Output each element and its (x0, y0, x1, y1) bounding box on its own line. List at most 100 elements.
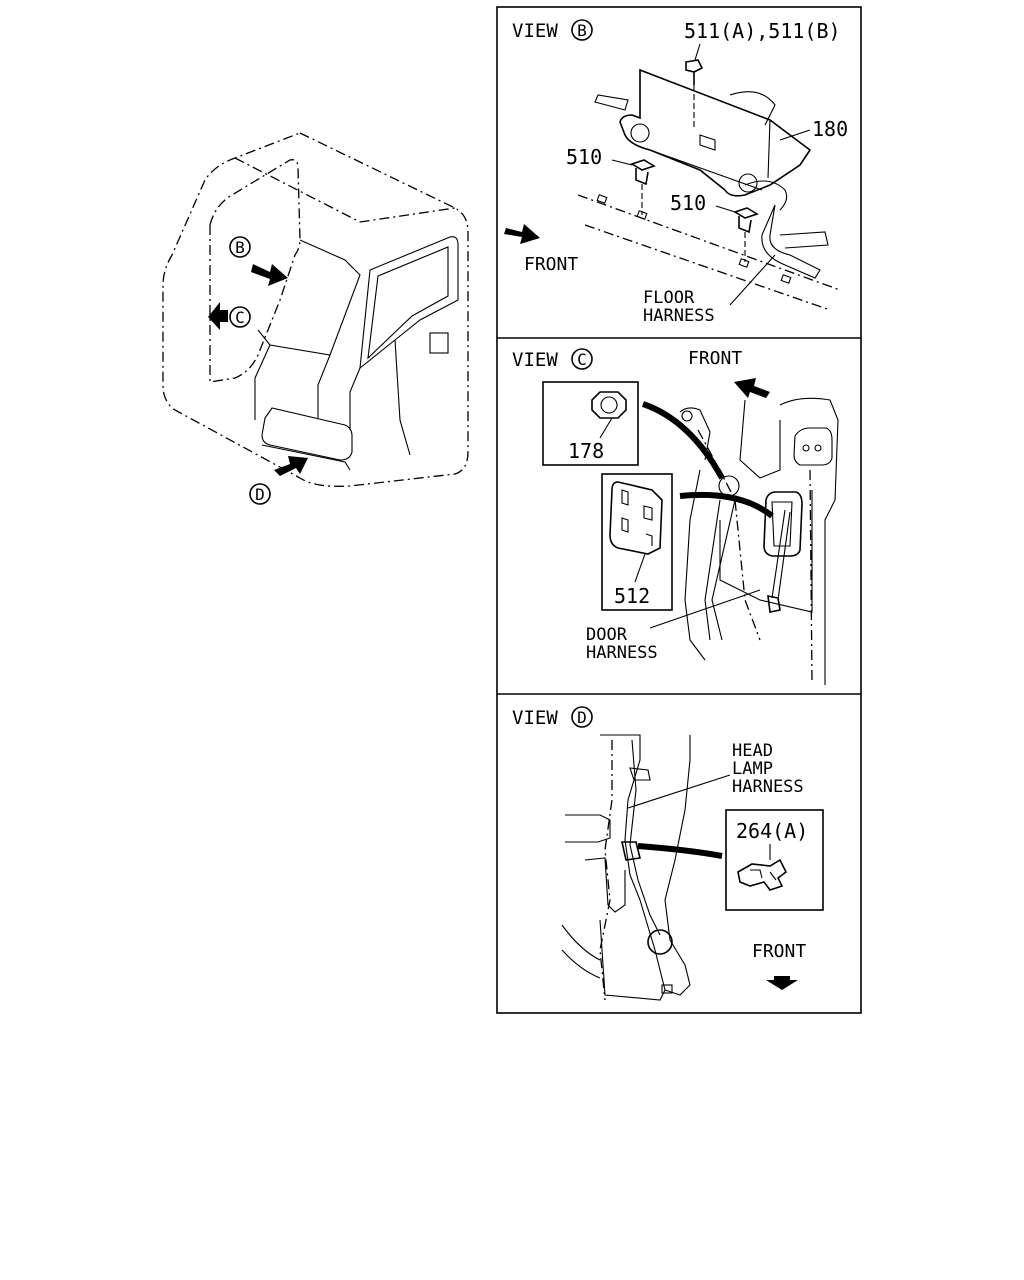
inset-264-box (725, 809, 824, 911)
head-lamp-leader (627, 774, 731, 809)
door-grommet (763, 491, 803, 557)
part-510-left-leader (611, 159, 633, 166)
callout-b-label: B (235, 238, 245, 257)
bracket-180-inner (639, 70, 771, 191)
cab-door-window-inner (367, 246, 449, 360)
grommet-512-icon (609, 481, 663, 555)
callout-c-circle (229, 306, 251, 328)
callout-178-line (642, 401, 725, 480)
grommet-178-center (600, 396, 618, 414)
floor-hole-2 (636, 210, 648, 220)
cab-overview: B C D (162, 132, 469, 505)
harness-clip-on-pillar (621, 841, 641, 861)
door-harness-leader (649, 589, 761, 629)
harness-loop-right (729, 91, 788, 211)
door-harness-label-2: HARNESS (586, 643, 658, 663)
view-d-title: VIEW (512, 707, 558, 729)
view-b-title-letter: B (577, 21, 587, 40)
head-lamp-label-3: HARNESS (732, 777, 804, 797)
cab-windshield (257, 239, 361, 356)
part-512-label: 512 (614, 584, 650, 608)
view-b-arrow-icon (251, 264, 288, 286)
view-d-front-label: FRONT (752, 941, 806, 962)
bracket-hole-right (738, 173, 758, 193)
door-hinge-icon (681, 410, 693, 422)
part-510-right-label: 510 (670, 191, 706, 215)
pillar-left-bracket (565, 814, 626, 913)
clip-264-icon (737, 858, 788, 891)
view-d-arrow-icon (274, 456, 308, 476)
view-d-title-letter: D (577, 708, 587, 727)
pillar-lower (599, 919, 666, 1001)
bracket-hole-left (630, 123, 650, 143)
view-c-arrow-icon (208, 302, 228, 330)
door-striker-hole-1 (802, 444, 810, 452)
callout-512-line (679, 491, 774, 519)
inset-178-box (542, 381, 639, 466)
harness-grommet (647, 929, 673, 955)
pillar-outline (600, 734, 691, 996)
pillar-curve (561, 924, 601, 979)
part-178-label: 178 (568, 439, 604, 463)
door-harness-label-1: DOOR (586, 625, 628, 645)
door-striker-hole-2 (814, 444, 822, 452)
harness-clip-upper (629, 767, 651, 781)
head-lamp-harness-wire (629, 739, 661, 936)
clip-510-right-icon (733, 207, 759, 234)
floor-edge-2 (584, 224, 831, 311)
grommet-512-detail (621, 489, 653, 546)
grommet-178-icon (591, 391, 627, 419)
view-c-title: VIEW (512, 349, 558, 371)
cab-side-window (209, 159, 301, 383)
cab-door-handle (429, 332, 449, 354)
view-b-title-circle (571, 19, 593, 41)
head-lamp-label-1: HEAD (732, 741, 773, 761)
callout-c-label: C (235, 308, 245, 327)
view-d-title-circle (571, 706, 593, 728)
view-c-title-letter: C (577, 350, 587, 369)
view-b-panel: VIEW B 511(A),511(B) 180 510 510 (504, 19, 848, 326)
floor-hole-1 (596, 194, 608, 204)
door-harness-connector (767, 594, 781, 613)
door-seal-line (697, 429, 813, 681)
part-180-label: 180 (812, 117, 848, 141)
head-lamp-label-2: LAMP (732, 759, 773, 779)
floor-harness-label-2: HARNESS (643, 306, 715, 326)
part-511-label: 511(A),511(B) (684, 19, 841, 43)
harness-left-end (594, 94, 629, 111)
callout-b-circle (229, 236, 251, 258)
view-c-title-circle (571, 348, 593, 370)
part-510-right-leader (715, 205, 736, 213)
view-d-panel: VIEW D HEAD LAMP HARNESS 264(A) FRONT (512, 706, 824, 1001)
cab-door-window (359, 236, 459, 370)
grommet-178-hole (718, 475, 740, 497)
part-178-leader (599, 417, 613, 439)
door-harness-long (704, 499, 736, 641)
floor-harness-label-1: FLOOR (643, 288, 695, 308)
bracket-180 (619, 68, 812, 197)
part-511-leader (694, 43, 701, 61)
part-510-left-label: 510 (566, 145, 602, 169)
view-d-front-arrow-icon (766, 976, 798, 990)
floor-hole-4 (780, 274, 792, 284)
bolt-511-icon (685, 59, 704, 85)
callout-d-circle (249, 483, 271, 505)
part-264-label: 264(A) (736, 819, 808, 843)
pillar-seal (599, 740, 613, 1001)
callout-d-label: D (255, 485, 265, 504)
part-512-leader (634, 553, 646, 583)
cab-bumper (261, 444, 351, 471)
floor-hole-3 (738, 258, 750, 268)
cab-grille (261, 407, 353, 461)
door-striker (793, 427, 833, 466)
clip-264-detail (750, 869, 777, 881)
door-inner-panel (719, 490, 813, 613)
callout-264-line (637, 843, 723, 859)
floor-harness-leader (729, 254, 776, 306)
inset-512-box (601, 473, 673, 611)
view-c-front-label: FRONT (688, 348, 742, 369)
door-grommet-inner (771, 501, 793, 547)
pillar-bolt (661, 984, 673, 994)
view-c-front-arrow-icon (734, 378, 770, 398)
